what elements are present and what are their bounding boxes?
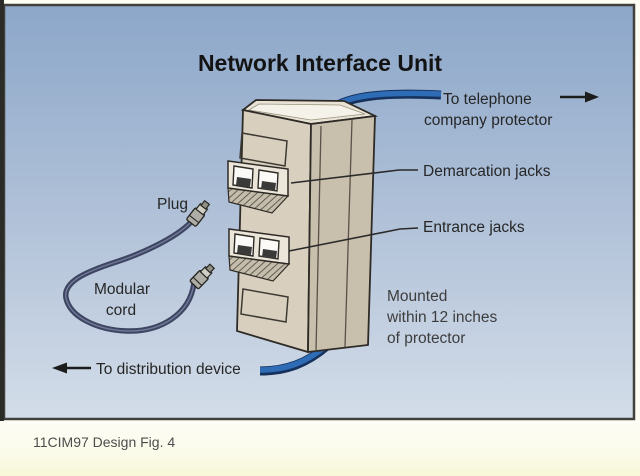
plug-label: Plug: [157, 196, 188, 213]
box-top-highlight: [247, 103, 366, 121]
mounted-label-line2: within 12 inches: [386, 309, 498, 326]
to-telephone-label-line2: company protector: [424, 112, 552, 129]
page-title: Network Interface Unit: [198, 50, 442, 76]
left-arrow-icon: [52, 362, 91, 374]
modular-cord-label-line1: Modular: [94, 281, 150, 298]
network-interface-unit-box: [236, 99, 379, 354]
figure-caption: 11CIM97 Design Fig. 4: [33, 434, 175, 450]
modular-cord: [63, 219, 197, 334]
mounted-label-line3: of protector: [387, 330, 465, 347]
to-distribution-label: To distribution device: [96, 361, 241, 378]
demarcation-jacks-label: Demarcation jacks: [423, 163, 551, 180]
left-edge-shadow: [0, 0, 4, 421]
right-arrow-icon: [560, 91, 599, 103]
box-label-plate-top: [239, 132, 288, 167]
caption-strip: [0, 420, 640, 476]
to-telephone-label-line1: To telephone: [443, 91, 532, 108]
entrance-jacks-label: Entrance jacks: [423, 219, 525, 236]
box-label-plate-bottom: [240, 288, 289, 323]
modular-cord-label-line2: cord: [106, 302, 136, 319]
leader-line-entrance: [288, 227, 419, 252]
box-panel-line-2: [344, 119, 353, 348]
box-panel-line-1: [315, 125, 322, 352]
mounted-label-line1: Mounted: [387, 288, 447, 305]
leader-line-demarcation: [290, 169, 418, 184]
